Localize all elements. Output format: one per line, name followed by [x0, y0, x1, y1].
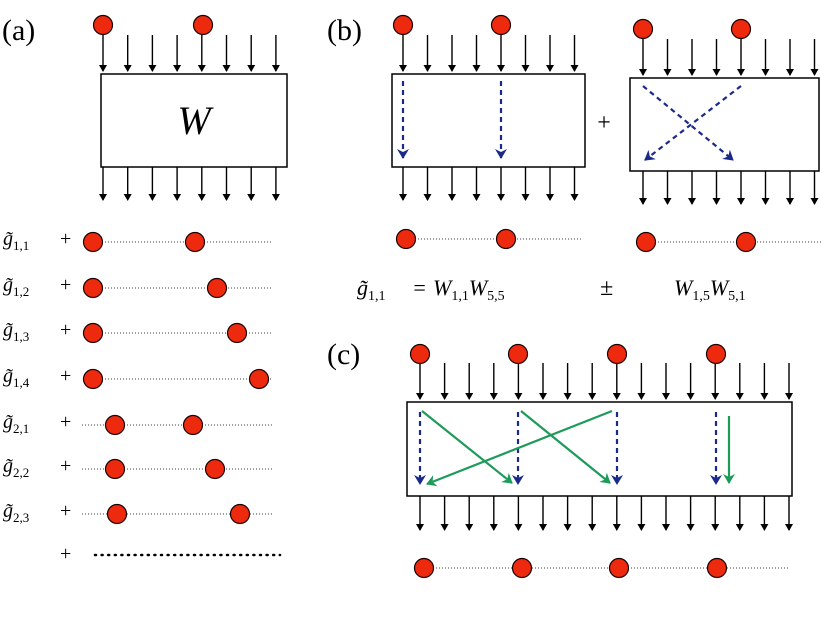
particle: [192, 14, 214, 36]
particle: [204, 458, 226, 480]
particle: [409, 343, 431, 365]
plus-operator: +: [60, 274, 71, 296]
panel-b-label: (b): [327, 14, 362, 47]
particle: [82, 368, 104, 390]
eq-equals: =: [412, 275, 427, 300]
blue-arrow: [642, 85, 734, 161]
plus-sign: +: [597, 110, 611, 136]
panel-c-input-arrows: [416, 363, 793, 400]
plus-operator: +: [60, 455, 71, 477]
eq-lhs: g̃1,1: [357, 275, 386, 304]
coefficient-label: g̃1,4: [3, 365, 30, 390]
particle: [82, 231, 104, 253]
matrix-w-box: [100, 73, 288, 168]
particle: [92, 14, 114, 36]
particle: [606, 343, 628, 365]
eq-pm: ±: [600, 275, 613, 301]
plus-operator: +: [60, 365, 71, 387]
particle: [608, 557, 630, 579]
particle: [490, 14, 512, 36]
particle: [395, 228, 417, 250]
panel-b-left-input-arrows: [399, 35, 579, 72]
particle: [632, 18, 654, 40]
expansion-list: g̃1,1 + g̃1,2 + g̃1,3 + g̃1,4 + g̃2,1 + g̃2,2 + g̃2,…: [3, 228, 272, 525]
panel-b-left-output-arrows: [399, 167, 579, 201]
particle: [104, 414, 126, 436]
particle: [82, 322, 104, 344]
coefficient-label: g̃2,3: [3, 500, 29, 525]
panel-a-output-arrows: [99, 167, 280, 201]
particle: [106, 503, 128, 525]
particle: [104, 458, 126, 480]
particle: [705, 343, 727, 365]
particle: [229, 503, 251, 525]
panel-b-left-box: [391, 73, 586, 168]
particle: [706, 557, 728, 579]
eq-term1: W1,1W5,5: [433, 275, 505, 304]
green-arrow: [426, 409, 613, 487]
particle: [392, 14, 414, 36]
plus-operator: +: [60, 500, 71, 522]
particle: [82, 277, 104, 299]
green-arrow: [421, 410, 513, 484]
coefficient-label: g̃2,2: [3, 455, 29, 480]
coefficient-label: g̃1,2: [3, 274, 29, 299]
particle: [413, 557, 435, 579]
particle: [182, 414, 204, 436]
panel-a-input-arrows: [99, 35, 280, 72]
plus-operator: +: [60, 228, 71, 250]
matrix-w-symbol: W: [177, 98, 214, 143]
equation: g̃1,1 = W1,1W5,5 ± W1,5W5,1: [357, 275, 746, 304]
particle: [511, 557, 533, 579]
particle: [248, 368, 270, 390]
particle: [735, 231, 757, 253]
panel-c-output-arrows: [416, 496, 793, 531]
panel-b-right-output-arrows: [639, 171, 819, 205]
green-arrow: [520, 410, 611, 484]
last-plus: +: [60, 543, 71, 565]
blue-arrow: [644, 85, 742, 161]
particle: [730, 18, 752, 40]
particle: [226, 322, 248, 344]
panel-b-right-box: [629, 77, 820, 172]
particle: [507, 343, 529, 365]
panel-c-label: (c): [327, 338, 360, 371]
plus-operator: +: [60, 319, 71, 341]
particle: [495, 228, 517, 250]
particle: [184, 231, 206, 253]
panel-b-right-input-arrows: [639, 39, 819, 76]
particle: [635, 231, 657, 253]
eq-term2: W1,5W5,1: [674, 275, 746, 304]
particle: [206, 277, 228, 299]
plus-operator: +: [60, 411, 71, 433]
panel-a-label: (a): [2, 14, 35, 47]
coefficient-label: g̃1,3: [3, 319, 29, 344]
coefficient-label: g̃1,1: [3, 228, 29, 253]
coefficient-label: g̃2,1: [3, 411, 29, 436]
